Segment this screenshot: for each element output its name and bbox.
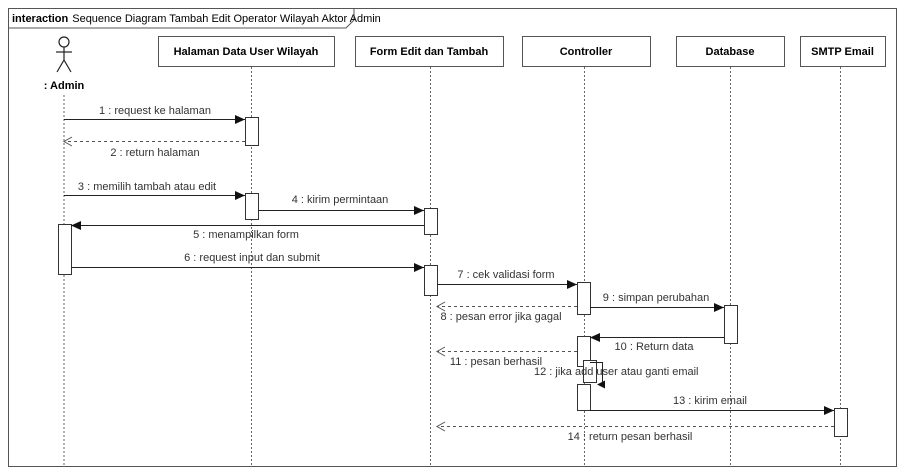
- interaction-frame: [8, 8, 897, 467]
- admin-actor-icon: [56, 36, 72, 73]
- message-10: 10 : Return data: [590, 333, 724, 353]
- message-label: 10 : Return data: [615, 341, 695, 353]
- activation-bar: [577, 282, 591, 315]
- lifeline-label: SMTP Email: [811, 46, 874, 58]
- activation-bar: [577, 384, 591, 411]
- lifeline-label: Form Edit dan Tambah: [370, 46, 489, 58]
- arrowhead: [414, 206, 424, 215]
- messages: 1 : request ke halaman 2 : return halaman…: [62, 105, 834, 443]
- lifeline-form: Form Edit dan Tambah: [355, 36, 504, 466]
- message-4: 4 : kirim permintaan: [258, 194, 424, 215]
- arrowhead: [235, 191, 245, 200]
- message-7: 7 : cek validasi form: [437, 269, 577, 289]
- message-12: 12 : jika add user atau ganti email: [534, 362, 699, 389]
- message-label: 6 : request input dan submit: [184, 252, 320, 264]
- message-label: 2 : return halaman: [110, 147, 199, 159]
- frame-tab: [8, 8, 355, 29]
- lifeline-box: [800, 36, 886, 67]
- message-8: 8 : pesan error jika gagal: [435, 301, 577, 323]
- activation-bar: [724, 305, 738, 344]
- message-label: 9 : simpan perubahan: [603, 292, 709, 304]
- message-label: 12 : jika add user atau ganti email: [534, 366, 699, 378]
- arrowhead: [597, 380, 605, 389]
- message-2: 2 : return halaman: [62, 136, 245, 159]
- message-label: 3 : memilih tambah atau edit: [78, 181, 216, 193]
- message-14: 14 : return pesan berhasil: [435, 421, 834, 443]
- arrowhead: [435, 301, 446, 312]
- message-label: 7 : cek validasi form: [457, 269, 554, 281]
- message-13: 13 : kirim email: [590, 395, 834, 415]
- activation-bar: [245, 193, 259, 220]
- activation-bar: [424, 208, 438, 235]
- message-label: 4 : kirim permintaan: [292, 194, 389, 206]
- lifeline-database: Database: [676, 36, 785, 466]
- lifeline-label: Controller: [560, 46, 613, 58]
- lifeline-box: [676, 36, 785, 67]
- lifeline-label: Database: [706, 46, 755, 58]
- message-1: 1 : request ke halaman: [64, 105, 245, 124]
- lifeline-label: Halaman Data User Wilayah: [174, 46, 319, 58]
- frame-keyword: interaction: [12, 13, 69, 25]
- lifeline-smtp: SMTP Email: [800, 36, 886, 466]
- arrowhead: [435, 346, 446, 357]
- arrowhead: [590, 333, 600, 342]
- message-label: 5 : menampilkan form: [193, 229, 299, 241]
- lifeline-box: [158, 36, 335, 67]
- arrowhead: [567, 280, 577, 289]
- arrowhead: [62, 136, 73, 147]
- message-9: 9 : simpan perubahan: [590, 292, 724, 312]
- message-label: 13 : kirim email: [673, 395, 747, 407]
- activation-bar: [424, 265, 438, 296]
- lifeline-box: [355, 36, 504, 67]
- message-label: 14 : return pesan berhasil: [568, 431, 693, 443]
- message-6: 6 : request input dan submit: [71, 252, 424, 272]
- frame-name: Sequence Diagram Tambah Edit Operator Wi…: [72, 13, 381, 25]
- message-label: 1 : request ke halaman: [99, 105, 211, 117]
- message-11: 11 : pesan berhasil: [435, 346, 577, 368]
- activations: [58, 117, 848, 437]
- message-3: 3 : memilih tambah atau edit: [64, 181, 245, 200]
- actor-label: : Admin: [44, 80, 85, 92]
- activation-bar: [245, 117, 259, 146]
- activation-bar: [58, 224, 72, 275]
- arrowhead: [235, 115, 245, 124]
- arrowhead: [414, 263, 424, 272]
- activation-bar: [583, 360, 597, 383]
- arrowhead: [71, 221, 81, 230]
- arrowhead: [824, 406, 834, 415]
- lifeline-box: [522, 36, 651, 67]
- arrowhead: [435, 421, 446, 432]
- message-label: 11 : pesan berhasil: [450, 356, 542, 368]
- activation-bar: [834, 408, 848, 437]
- message-5: 5 : menampilkan form: [71, 221, 424, 241]
- arrowhead: [714, 303, 724, 312]
- lifeline-halaman: Halaman Data User Wilayah: [158, 36, 335, 466]
- message-label: 8 : pesan error jika gagal: [440, 311, 561, 323]
